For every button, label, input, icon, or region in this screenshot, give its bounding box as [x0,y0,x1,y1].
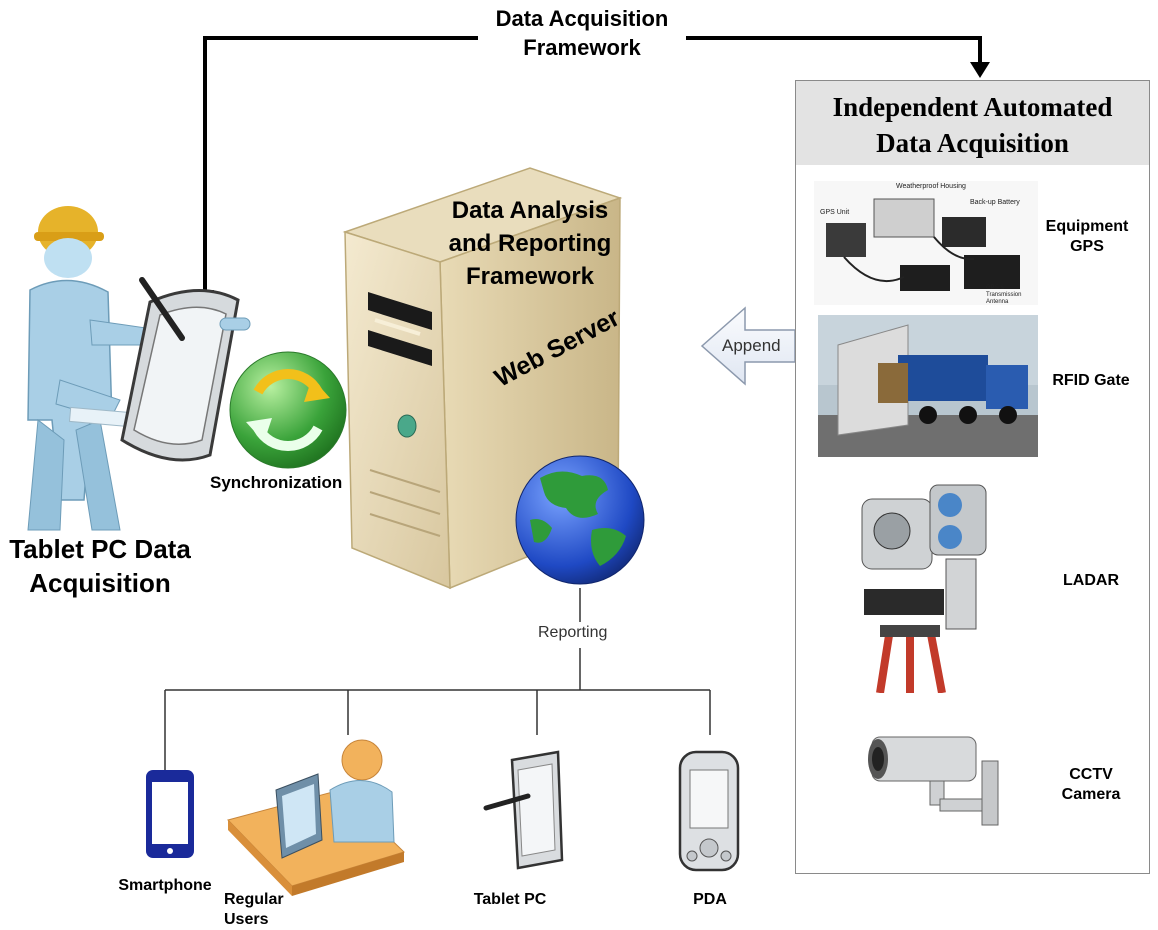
automated-acquisition-panel: Independent Automated Data Acquisition W… [795,80,1150,874]
smartphone-icon [146,770,194,858]
append-arrow[interactable] [700,306,796,386]
gps-caption-antenna: GPS & Transmission Antenna [986,285,1022,305]
framework-label: Data Acquisition Framework [495,6,669,60]
regular-users-label: Regular Users [224,891,284,928]
rfid-label: RFID Gate [1052,372,1130,389]
cctv-camera-photo [860,721,1010,831]
pda-icon [678,750,740,872]
gps-equipment-photo: Weatherproof Housing GPS Unit Back-up Ba… [814,181,1038,305]
gps-caption-housing: Weatherproof Housing [896,183,966,190]
reporting-label: Reporting [538,624,608,641]
arrow-down-icon [970,62,990,78]
tablet-pc-acquisition-label: Tablet PC Data Acquisition [9,534,191,598]
ladar-photo [850,479,1000,694]
reporting-tree [164,588,711,770]
cctv-label: CCTV Camera [1061,766,1121,803]
sync-label: Synchronization [210,473,343,492]
append-label: Append [722,336,781,355]
gps-caption-unit: GPS Unit [820,209,850,216]
desktop-user-icon [227,739,405,896]
tablet-pc-acquisition-icon [120,277,251,462]
smartphone-label: Smartphone [118,877,212,894]
gps-caption-battery: Back-up Battery [970,199,1020,206]
tablet-icon [483,750,564,870]
worker-figure [27,206,161,531]
globe-icon [515,455,645,585]
tablet-pc-label: Tablet PC [473,891,547,908]
gps-label: Equipment GPS [1045,218,1129,255]
server-title: Data Analysis and Reporting Framework [448,197,612,290]
ladar-label: LADAR [1063,572,1119,589]
rfid-gate-photo [818,315,1038,457]
pda-label: PDA [693,891,727,908]
panel-title: Independent Automated Data Acquisition [796,81,1149,165]
sync-icon [229,351,347,469]
